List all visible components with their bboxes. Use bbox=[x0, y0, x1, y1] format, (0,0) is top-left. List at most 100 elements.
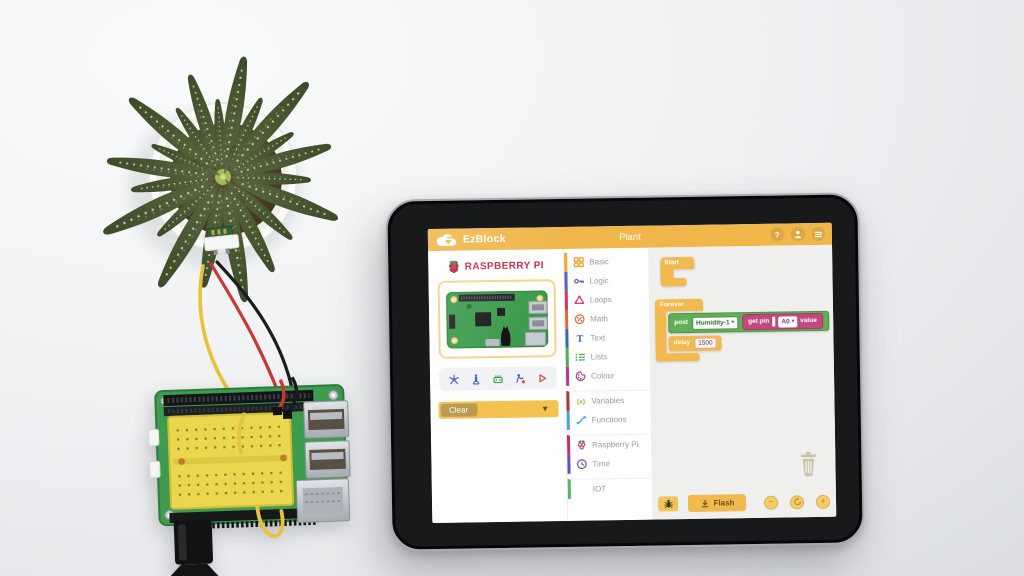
device-title: RASPBERRY PI bbox=[448, 258, 544, 274]
category-functions[interactable]: Functions bbox=[566, 409, 651, 430]
potted-plant bbox=[98, 54, 342, 305]
lists-icon bbox=[575, 353, 585, 361]
category-label: Loops bbox=[589, 295, 612, 305]
iot-icon-spacer bbox=[577, 484, 588, 495]
workspace-footer: Flash − + bbox=[657, 493, 831, 513]
forever-label: Forever bbox=[659, 300, 684, 309]
dropdown-caret-icon: ▾ bbox=[791, 317, 795, 324]
start-block[interactable]: Start bbox=[660, 256, 695, 287]
category-label: Variables bbox=[591, 396, 625, 406]
category-iot[interactable]: IOT bbox=[567, 477, 652, 499]
category-label: IOT bbox=[592, 484, 607, 494]
tablet-screen: EzBlock Plant ? bbox=[427, 222, 837, 524]
menu-icon bbox=[814, 231, 822, 237]
post-block[interactable]: post Humidity-1 ▾ get pin bbox=[668, 310, 829, 334]
device-image-card[interactable] bbox=[437, 279, 557, 359]
variables-icon: {x} bbox=[577, 399, 586, 406]
red-jumper-end bbox=[276, 379, 286, 411]
category-raspberry-pi[interactable]: Raspberry Pi bbox=[566, 433, 652, 455]
category-label: Basic bbox=[589, 257, 609, 267]
dropdown-caret-icon: ▾ bbox=[731, 318, 735, 325]
loops-icon bbox=[574, 295, 585, 305]
logic-icon bbox=[574, 278, 584, 284]
tablet: EzBlock Plant ? bbox=[385, 192, 865, 552]
functions-icon bbox=[576, 416, 586, 425]
play-icon[interactable] bbox=[535, 372, 547, 384]
calibrate-icon[interactable] bbox=[469, 373, 481, 385]
help-button[interactable]: ? bbox=[770, 227, 784, 242]
zoom-in-button[interactable]: + bbox=[815, 494, 831, 509]
start-label: Start bbox=[664, 258, 680, 267]
delay-ms-input[interactable]: 1500 bbox=[694, 337, 717, 349]
colour-icon bbox=[575, 371, 586, 382]
zoom-reset-button[interactable] bbox=[789, 494, 805, 509]
category-variables[interactable]: {x} Variables bbox=[566, 389, 651, 411]
flash-button[interactable]: Flash bbox=[687, 494, 747, 513]
trash-icon[interactable] bbox=[797, 451, 819, 477]
category-math[interactable]: Math bbox=[565, 308, 650, 329]
category-label: Lists bbox=[590, 352, 608, 362]
post-topic-value: Humidity-1 bbox=[695, 318, 730, 327]
category-logic[interactable]: Logic bbox=[564, 270, 649, 291]
menu-button[interactable] bbox=[811, 227, 825, 241]
delay-label: delay bbox=[673, 339, 691, 347]
category-basic[interactable]: Basic bbox=[564, 251, 649, 272]
forever-block[interactable]: Forever post Humidity-1 ▾ bbox=[654, 297, 830, 362]
block-category-panel: Basic Logic Loops Math T bbox=[564, 247, 653, 521]
clear-bar: Clear ▼ bbox=[437, 400, 559, 419]
raspberry-pi-assembly bbox=[148, 376, 351, 576]
block-workspace[interactable]: Start Forever post Hum bbox=[648, 244, 837, 520]
black-jumper-end bbox=[285, 376, 299, 415]
category-label: Colour bbox=[590, 371, 615, 381]
user-icon bbox=[794, 230, 802, 239]
device-toolbar bbox=[438, 366, 557, 391]
clear-dropdown-caret[interactable]: ▼ bbox=[541, 403, 550, 413]
minus-icon: − bbox=[768, 496, 774, 507]
category-text[interactable]: T Text bbox=[565, 327, 650, 348]
post-label: post bbox=[674, 318, 689, 326]
post-topic-dropdown[interactable]: Humidity-1 ▾ bbox=[691, 315, 739, 330]
cloud-logo-icon bbox=[436, 234, 457, 246]
remote-control-icon[interactable] bbox=[513, 372, 525, 384]
category-label: Text bbox=[590, 333, 606, 343]
usb-power-cable bbox=[167, 519, 220, 576]
delay-block[interactable]: delay 1500 bbox=[668, 335, 722, 352]
gpio-icon[interactable] bbox=[491, 372, 503, 384]
yellow-jumper-loop bbox=[255, 504, 285, 539]
plant-leaves bbox=[98, 54, 342, 305]
plus-icon: + bbox=[820, 495, 826, 506]
basic-icon bbox=[573, 257, 584, 268]
flash-download-icon bbox=[701, 499, 708, 507]
mascot-silhouette bbox=[500, 325, 510, 346]
math-icon bbox=[574, 314, 585, 325]
variables-glyph: {x} bbox=[577, 399, 586, 406]
pin-value: A0 bbox=[781, 317, 790, 326]
ethernet-port bbox=[295, 478, 351, 523]
category-loops[interactable]: Loops bbox=[564, 289, 650, 310]
servo-icon[interactable] bbox=[447, 373, 459, 385]
text-glyph: T bbox=[577, 334, 584, 344]
app-header: EzBlock Plant ? bbox=[427, 222, 833, 252]
pin-dropdown[interactable]: A0 ▾ bbox=[778, 315, 798, 328]
category-colour[interactable]: Colour bbox=[565, 365, 651, 386]
category-lists[interactable]: Lists bbox=[565, 346, 650, 367]
raspberry-pi-illustration bbox=[445, 290, 548, 349]
category-label: Time bbox=[592, 459, 610, 469]
category-time[interactable]: Time bbox=[567, 453, 652, 474]
time-icon bbox=[577, 459, 587, 470]
usb-ports bbox=[303, 400, 351, 479]
get-pin-block[interactable]: get pin A0 ▾ value bbox=[741, 312, 823, 331]
pin-slot bbox=[772, 316, 776, 327]
clear-button[interactable]: Clear bbox=[439, 403, 478, 417]
yellow-jumper bbox=[236, 412, 246, 455]
ezblock-logo: EzBlock bbox=[435, 232, 506, 247]
user-button[interactable] bbox=[790, 227, 805, 242]
raspberry-logo-icon bbox=[449, 260, 459, 273]
flash-label: Flash bbox=[713, 498, 735, 508]
zoom-out-button[interactable]: − bbox=[763, 495, 779, 510]
bug-icon bbox=[663, 499, 673, 509]
debug-button[interactable] bbox=[657, 496, 679, 512]
get-pin-label: get pin bbox=[748, 317, 770, 325]
soil-moisture-sensor bbox=[203, 225, 240, 256]
